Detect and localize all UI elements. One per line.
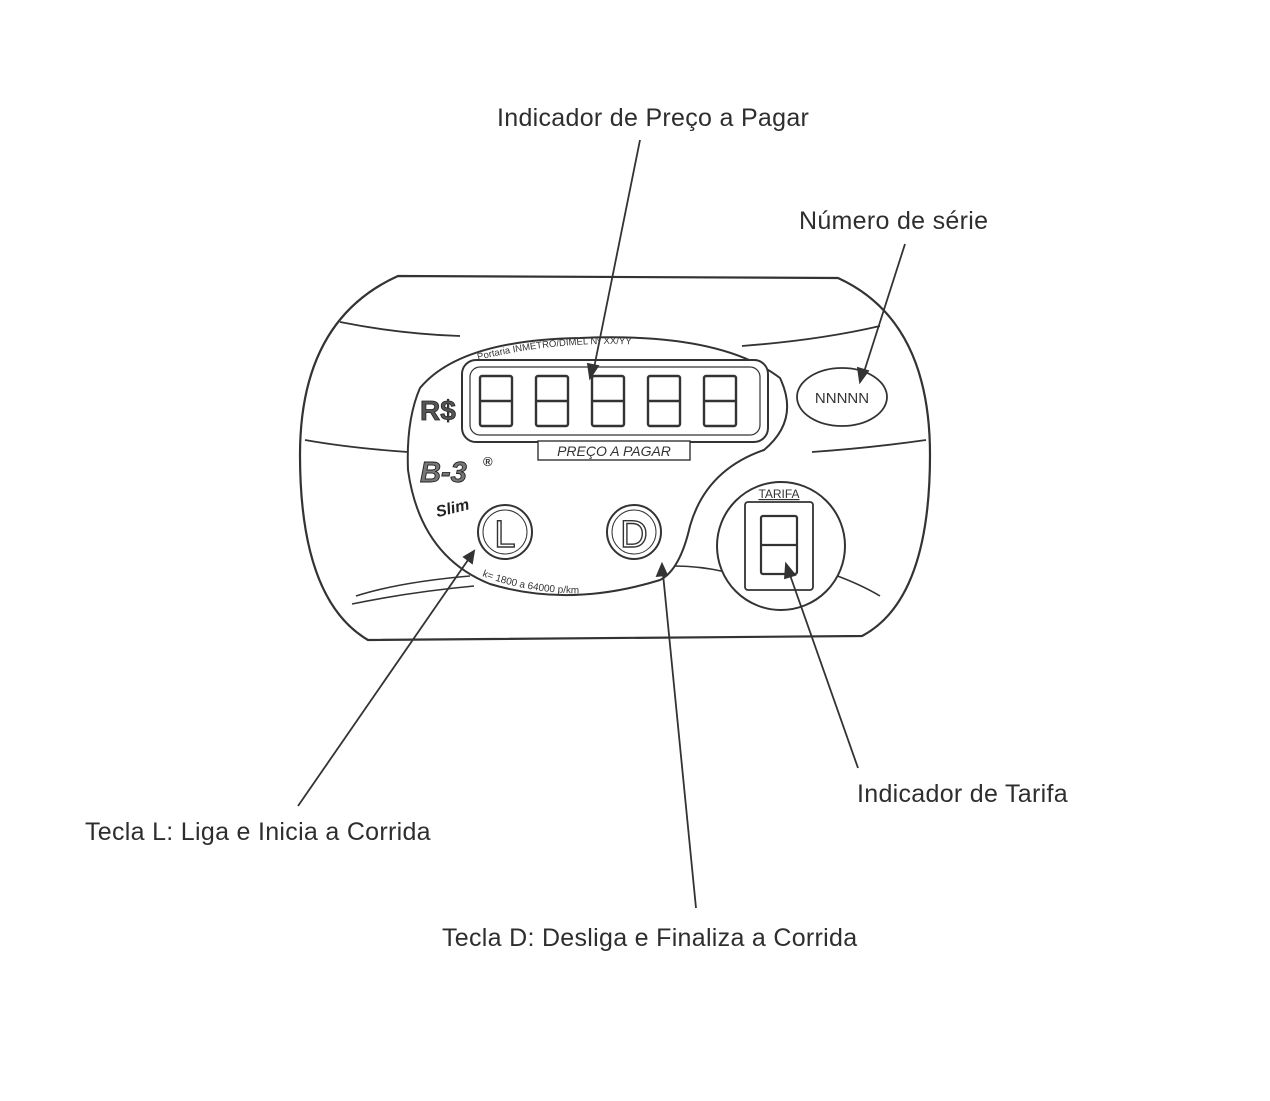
- callout-key-d: Tecla D: Desliga e Finaliza a Corrida: [442, 924, 858, 952]
- serial-badge: [796, 367, 888, 427]
- leader-key-l: [297, 549, 476, 807]
- callout-price-indicator: Indicador de Preço a Pagar: [497, 104, 810, 132]
- price-digit-5: [702, 374, 738, 428]
- leader-key-d: [655, 561, 697, 909]
- tariff-digit: [759, 514, 799, 576]
- callout-serial-number: Número de série: [799, 207, 989, 235]
- leader-price: [586, 139, 641, 381]
- serial-number: NNNNN: [815, 390, 869, 407]
- housing-band-top: [339, 321, 881, 347]
- callout-key-l: Tecla L: Liga e Inicia a Corrida: [85, 818, 431, 846]
- leader-serial: [856, 243, 906, 385]
- price-digit-4: [646, 374, 682, 428]
- housing-band-upper: [304, 439, 927, 453]
- key-d-button[interactable]: D: [606, 504, 662, 560]
- tariff-label: TARIFA: [758, 487, 799, 501]
- key-l-letter: L: [494, 514, 515, 556]
- price-digits: [478, 374, 738, 428]
- callout-tariff-indicator: Indicador de Tarifa: [857, 780, 1068, 808]
- model-mark: ®: [483, 454, 493, 469]
- price-digit-1: [478, 374, 514, 428]
- price-label: PREÇO A PAGAR: [557, 443, 671, 459]
- leader-tarifa: [784, 561, 859, 769]
- currency-symbol: R$: [420, 395, 456, 426]
- price-label-box: [537, 440, 691, 461]
- price-display-inner: [469, 366, 761, 436]
- key-l-button[interactable]: L: [477, 504, 533, 560]
- price-digit-2: [534, 374, 570, 428]
- price-digit-3: [590, 374, 626, 428]
- model-logo: B-3: [420, 457, 467, 489]
- key-d-letter: D: [620, 514, 647, 556]
